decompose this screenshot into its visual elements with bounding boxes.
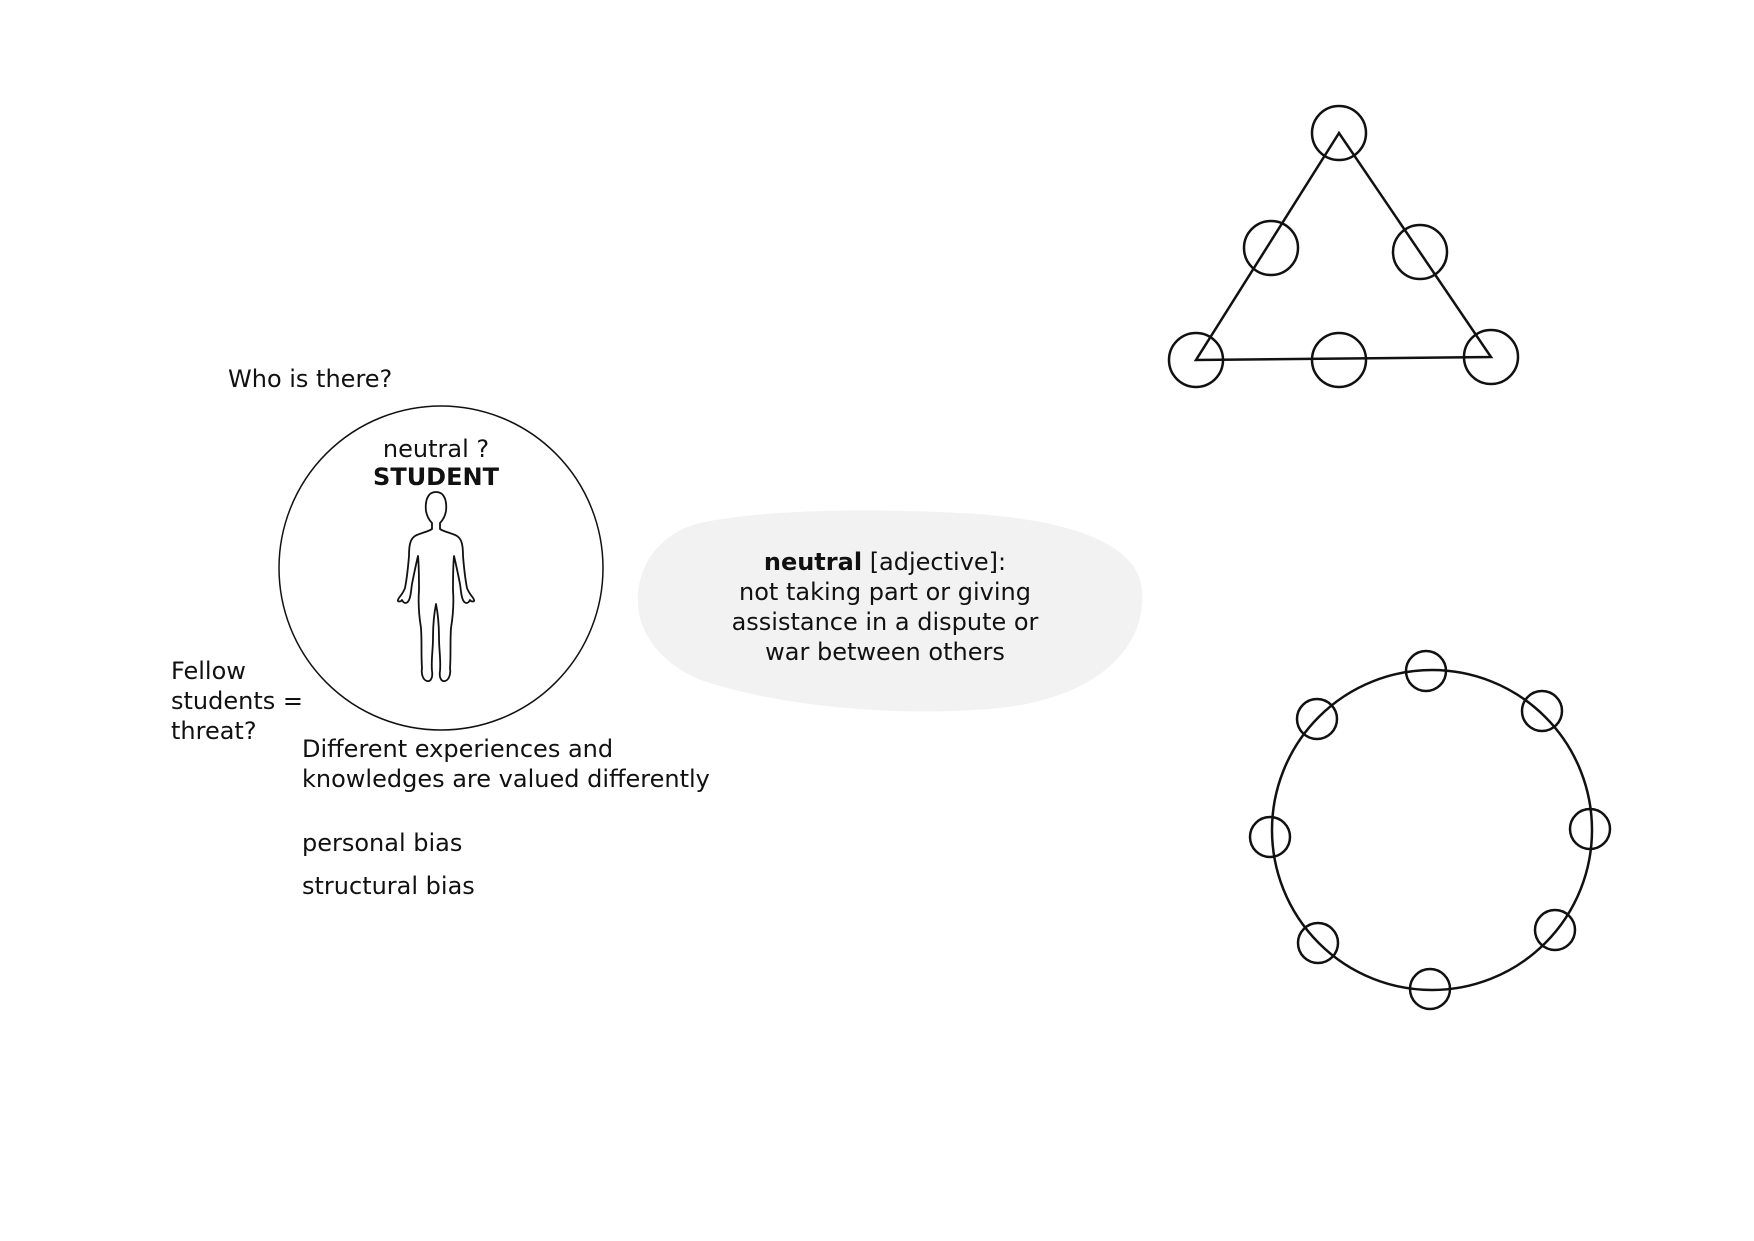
definition-term: neutral — [763, 548, 863, 576]
circle-node-lower-right — [1533, 908, 1577, 952]
triangle-node-upper-right — [1391, 223, 1449, 281]
triangle-outline — [1193, 130, 1494, 362]
student-label: neutral ? STUDENT — [336, 435, 536, 491]
fellow-students-line: threat? — [171, 717, 257, 745]
fellow-students-line: students = — [171, 687, 303, 715]
human-figure-icon — [396, 491, 476, 683]
circle-node-left — [1248, 815, 1292, 859]
circle-node-bottom — [1408, 967, 1452, 1011]
fellow-students-line: Fellow — [171, 657, 246, 685]
experiences-line: knowledges are valued differently — [302, 765, 710, 793]
triangle-node-bottom-middle — [1310, 331, 1368, 389]
fellow-students-label: Fellow students = threat? — [171, 656, 311, 746]
experiences-line: Different experiences and — [302, 735, 614, 763]
experiences-label: Different experiences and knowledges are… — [302, 734, 710, 794]
personal-bias-label: personal bias — [302, 829, 463, 857]
circle-node-lower-left — [1296, 921, 1340, 965]
circle-diagram — [1248, 649, 1612, 1011]
circle-node-right — [1568, 807, 1612, 851]
definition-line: not taking part or giving — [739, 578, 1031, 606]
definition-heading: neutral [adjective]: — [680, 547, 1090, 577]
student-neutral-question: neutral ? — [382, 435, 490, 463]
triangle-node-bottom-left — [1167, 331, 1225, 389]
circle-node-upper-right — [1520, 689, 1564, 733]
who-is-there-label: Who is there? — [228, 365, 393, 393]
student-title: STUDENT — [373, 463, 499, 491]
definition-bubble — [637, 510, 1143, 712]
student-circle — [278, 405, 604, 731]
circle-node-top — [1404, 649, 1448, 693]
triangle-node-top — [1310, 104, 1368, 162]
circle-outline — [1270, 668, 1594, 992]
circle-node-upper-left — [1295, 697, 1339, 741]
definition-line: assistance in a dispute or — [731, 608, 1039, 636]
triangle-node-bottom-right — [1462, 328, 1520, 386]
structural-bias-label: structural bias — [302, 872, 475, 900]
triangle-node-upper-left — [1242, 219, 1300, 277]
definition-line: war between others — [765, 638, 1005, 666]
definition-part-of-speech: [adjective]: — [869, 548, 1007, 576]
definition-text: neutral [adjective]: not taking part or … — [680, 547, 1090, 667]
triangle-diagram — [1167, 104, 1520, 389]
